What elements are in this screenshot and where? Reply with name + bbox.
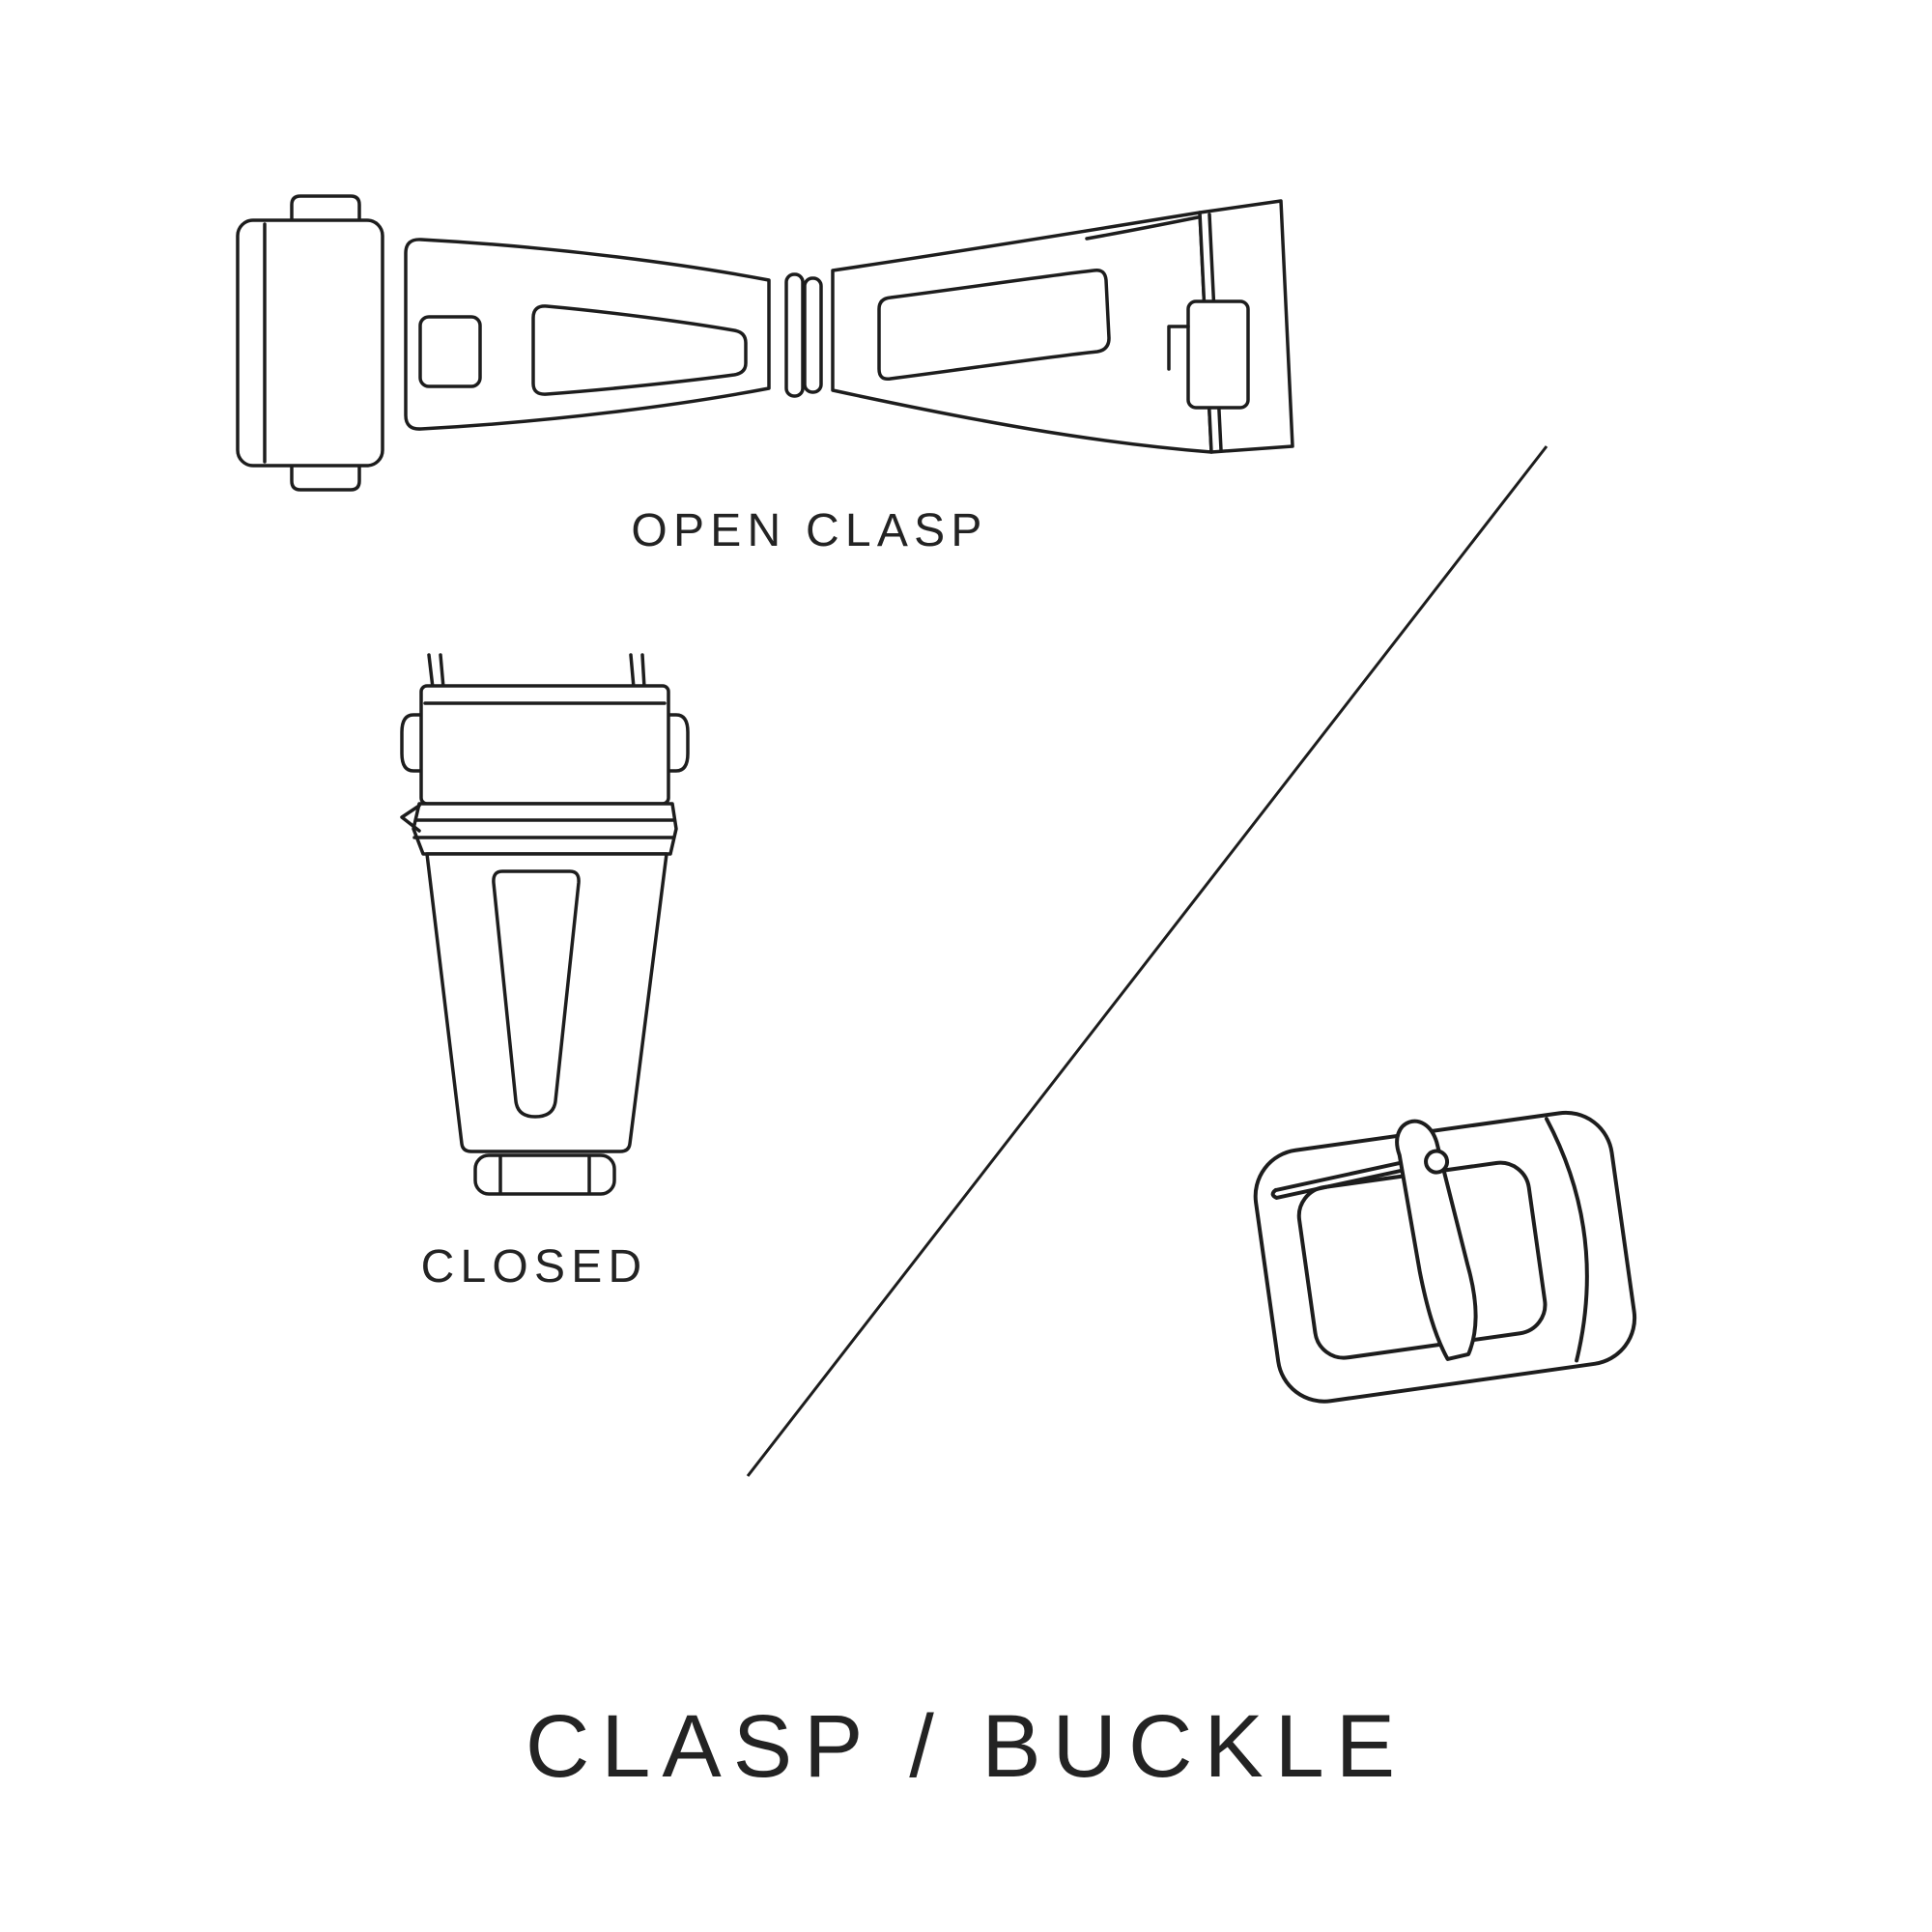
closed-clasp-drawing-icon [400,653,690,1196]
closed-label: CLOSED [420,1241,648,1293]
open-clasp-label: OPEN CLASP [631,505,988,556]
diagonal-divider-line [746,445,1548,1477]
open-clasp-drawing-icon [236,194,1294,492]
page-title: CLASP / BUCKLE [525,1697,1407,1796]
buckle-drawing-icon [1253,1110,1637,1404]
